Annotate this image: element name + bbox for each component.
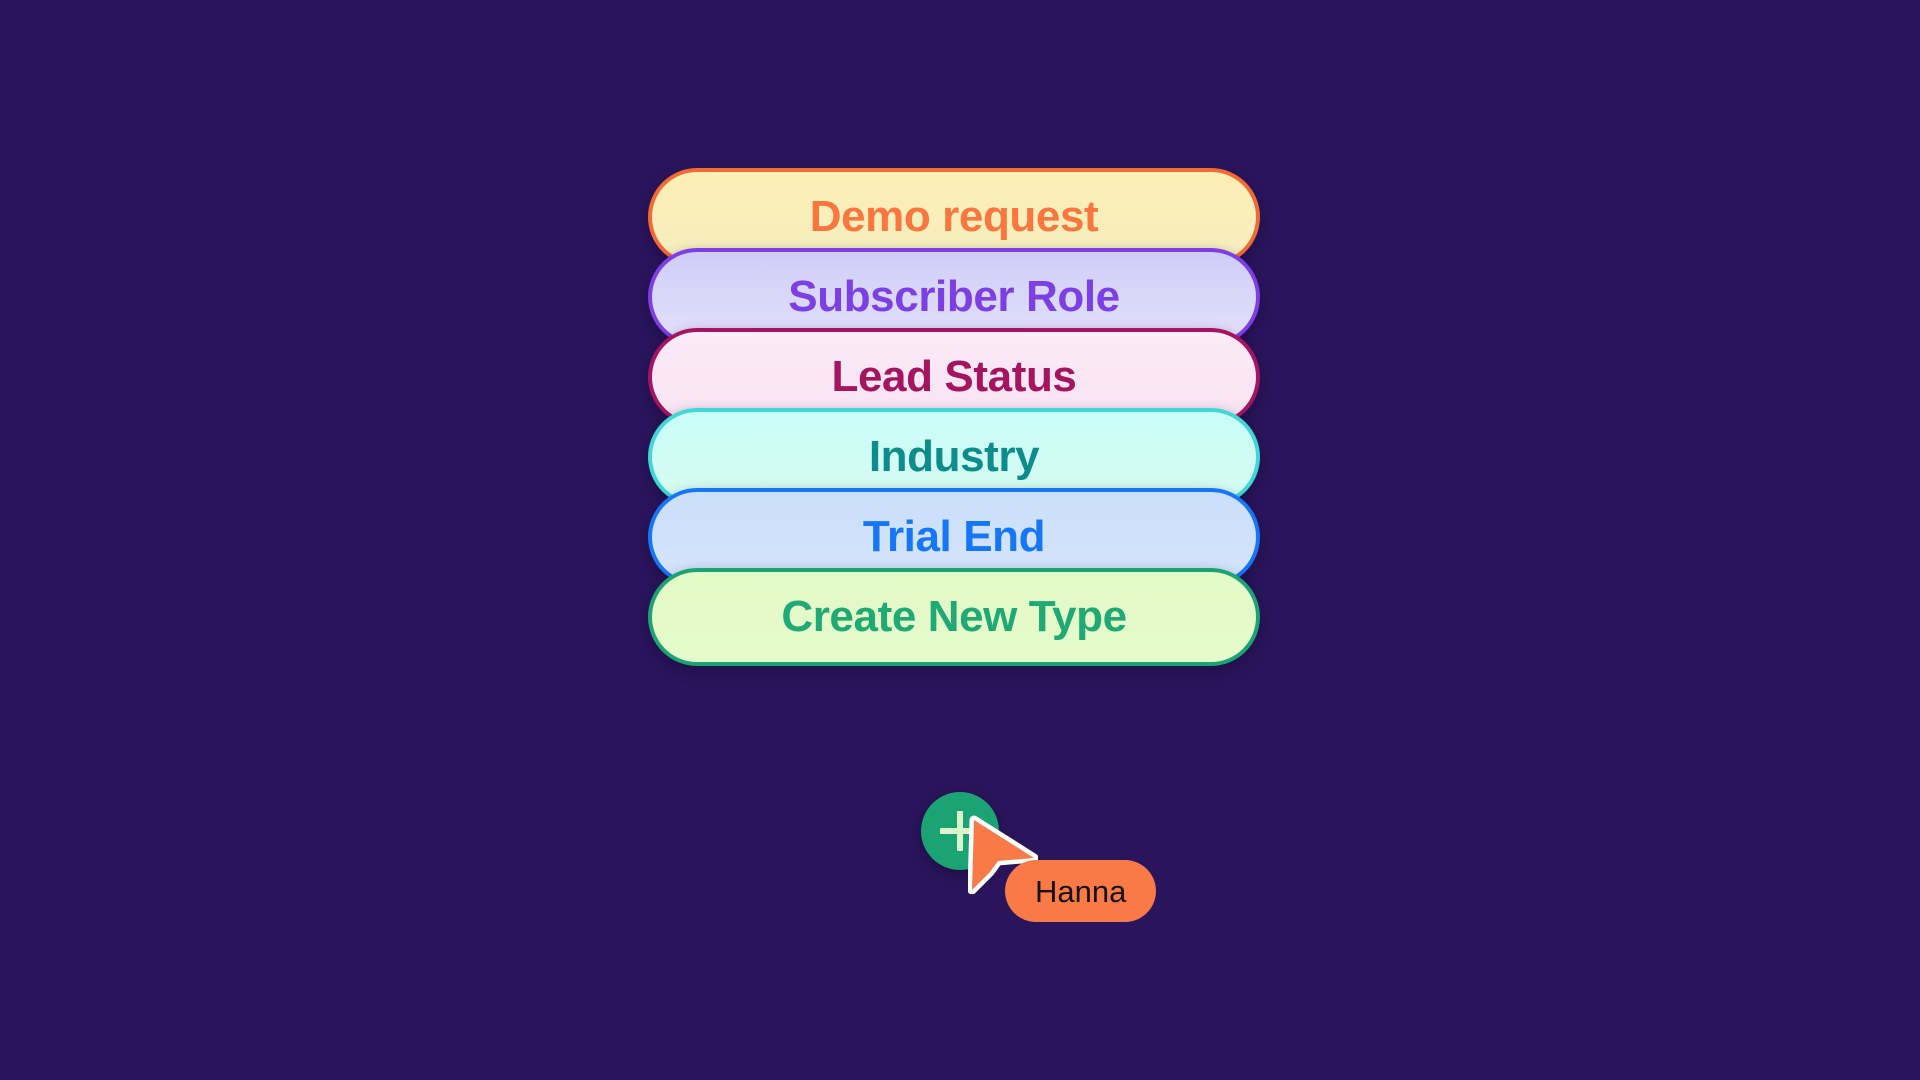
pill-label: Industry bbox=[868, 432, 1040, 481]
add-type-button[interactable] bbox=[921, 792, 999, 870]
plus-icon bbox=[940, 811, 980, 851]
pill-label: Trial End bbox=[862, 512, 1046, 561]
pill-label: Subscriber Role bbox=[788, 272, 1120, 321]
pill-label: Lead Status bbox=[831, 352, 1077, 401]
pill-create-new-type[interactable]: Create New Type bbox=[648, 568, 1260, 666]
pill-label: Demo request bbox=[809, 192, 1099, 241]
user-name-label: Hanna bbox=[1035, 873, 1127, 909]
pill-label: Create New Type bbox=[781, 592, 1127, 641]
user-name-tag: Hanna bbox=[1005, 860, 1157, 922]
